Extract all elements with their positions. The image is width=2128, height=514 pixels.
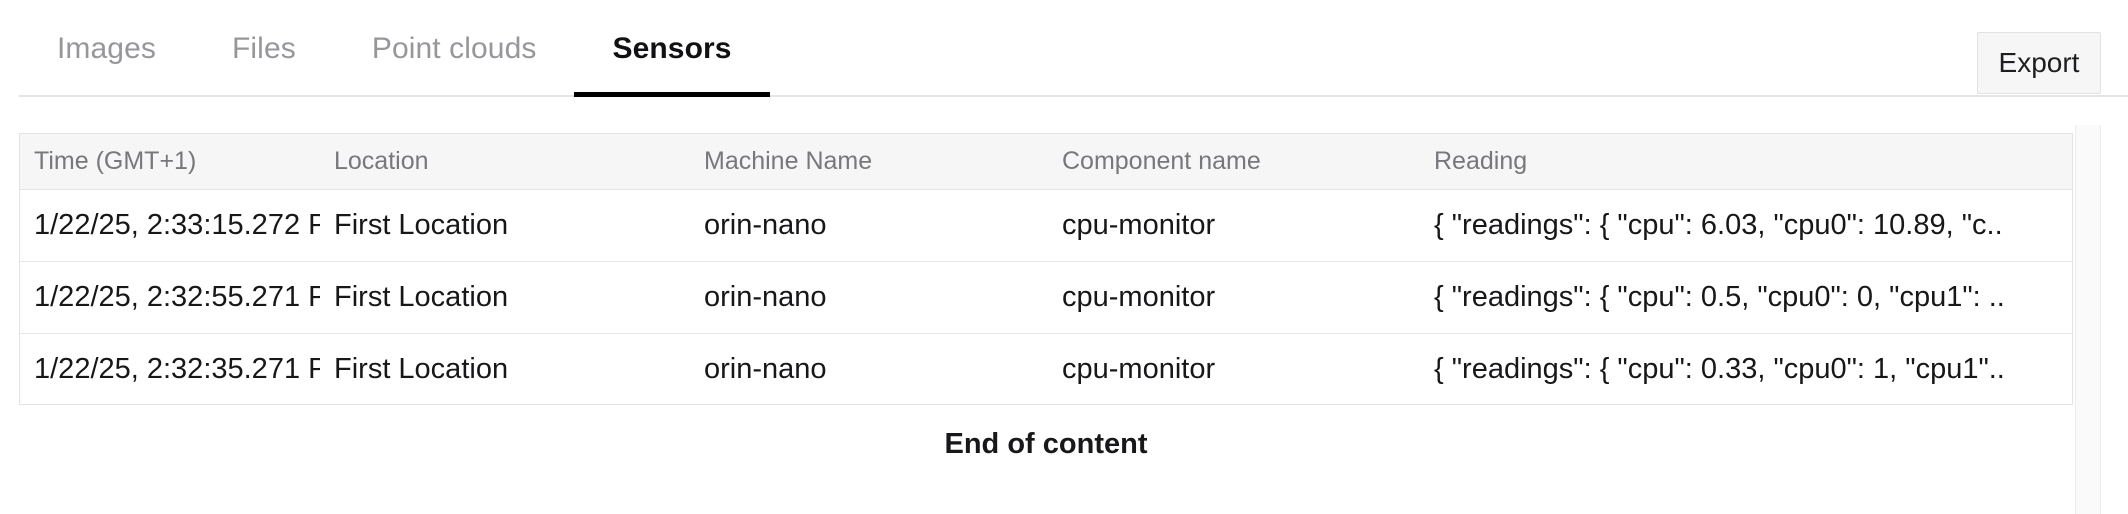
cell-time: 1/22/25, 2:32:55.271 PM [20,261,320,334]
table-header-row: Time (GMT+1) Location Machine Name Compo… [20,134,2072,190]
vertical-scrollbar[interactable] [2075,125,2101,514]
tab-point-clouds-label: Point clouds [371,31,537,65]
cell-component: cpu-monitor [1048,261,1420,334]
table-body: 1/22/25, 2:33:15.272 PM First Location o… [20,189,2072,404]
cell-component: cpu-monitor [1062,352,1216,385]
cell-location: First Location [320,261,690,334]
export-button-label: Export [1998,47,2080,78]
tab-list: Images Files Point clouds Sensors [19,0,770,97]
sensors-table: Time (GMT+1) Location Machine Name Compo… [20,134,2072,404]
cell-reading: { "readings": { "cpu": 6.03, "cpu0": 10.… [1420,189,2072,262]
tab-bar-divider [19,95,2128,97]
tab-images[interactable]: Images [19,0,194,97]
tab-images-label: Images [57,31,156,65]
cell-machine: orin-nano [704,352,827,385]
cell-machine: orin-nano [690,189,1048,262]
cell-reading: { "readings": { "cpu": 0.5, "cpu0": 0, "… [1420,261,2072,334]
tab-sensors-label: Sensors [612,31,732,65]
table-row[interactable]: 1/22/25, 2:32:35.271 PM First Location o… [20,333,2072,404]
column-header-time[interactable]: Time (GMT+1) [20,134,320,190]
cell-reading: { "readings": { "cpu": 0.33, "cpu0": 1, … [1434,352,2005,385]
column-header-component[interactable]: Component name [1048,134,1420,190]
tab-files-label: Files [231,31,296,65]
end-of-content-label: End of content [944,428,1148,460]
column-header-reading[interactable]: Reading [1420,134,2072,190]
cell-time: 1/22/25, 2:32:35.271 PM [34,352,320,385]
cell-location: First Location [320,189,690,262]
cell-time: 1/22/25, 2:33:15.272 PM [20,189,320,262]
tab-point-clouds[interactable]: Point clouds [334,0,575,97]
table-row[interactable]: 1/22/25, 2:33:15.272 PM First Location o… [20,189,2072,262]
tab-sensors[interactable]: Sensors [574,0,770,97]
table-header: Time (GMT+1) Location Machine Name Compo… [20,134,2072,190]
table-row[interactable]: 1/22/25, 2:32:55.271 PM First Location o… [20,261,2072,334]
cell-location: First Location [334,352,509,385]
tab-bar: Images Files Point clouds Sensors [0,0,2128,100]
column-header-location[interactable]: Location [320,134,690,190]
tab-files[interactable]: Files [194,0,334,97]
cell-component: cpu-monitor [1048,189,1420,262]
cell-machine: orin-nano [690,261,1048,334]
column-header-machine[interactable]: Machine Name [690,134,1048,190]
export-button[interactable]: Export [1977,32,2101,94]
sensors-table-container: Time (GMT+1) Location Machine Name Compo… [19,133,2073,405]
